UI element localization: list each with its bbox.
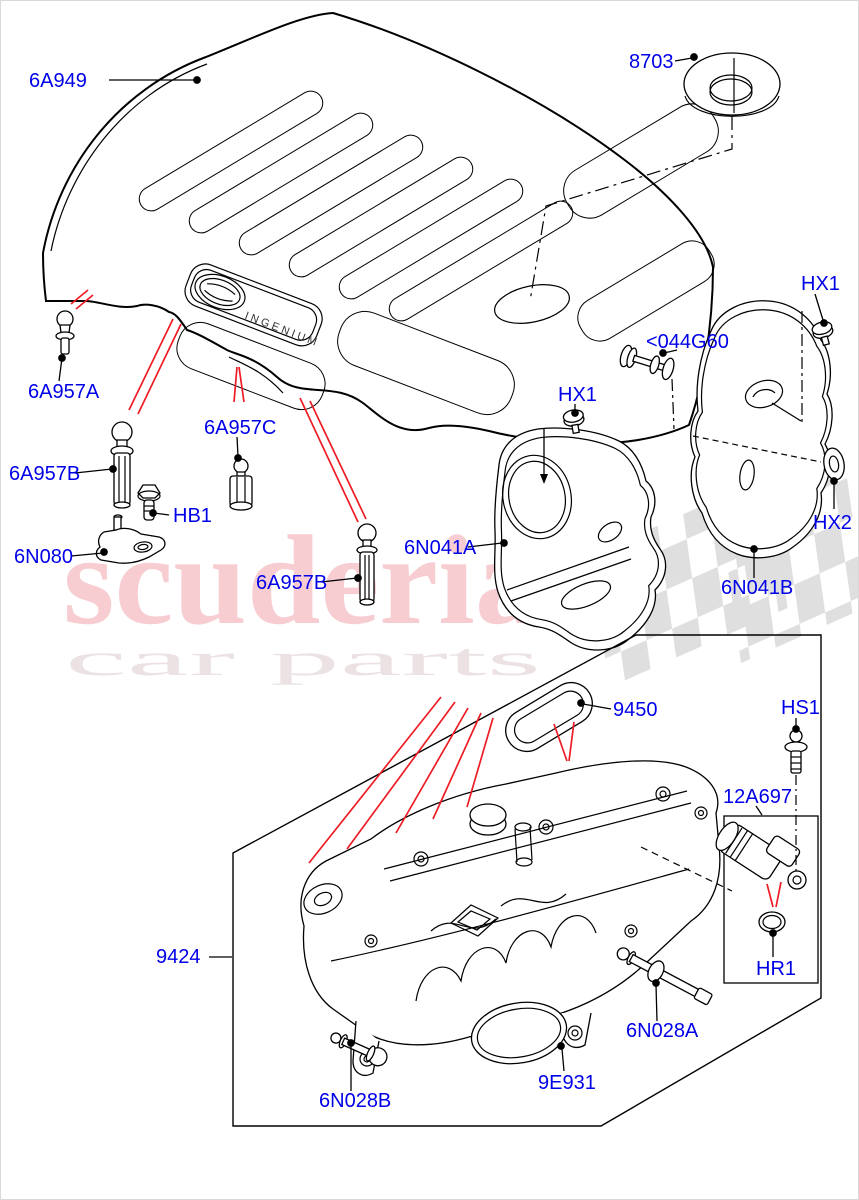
label-044G60: <044G60 <box>646 331 729 353</box>
label-6A957B-2: 6A957B <box>256 572 327 594</box>
label-HX1-mid: HX1 <box>558 384 597 406</box>
stud-6N028A <box>616 947 713 1006</box>
hidden-line-8703 <box>529 116 733 302</box>
cover-inner-edge <box>50 63 208 252</box>
watermark-text-carparts: car parts <box>65 634 541 685</box>
label-9450: 9450 <box>613 699 658 721</box>
grommet-8703 <box>529 52 781 302</box>
label-6A957C: 6A957C <box>204 417 276 439</box>
gasket-9450 <box>505 681 593 753</box>
cover-oval-recess <box>494 284 570 324</box>
label-6N028B: 6N028B <box>319 1090 391 1112</box>
label-6N028A: 6N028A <box>626 1020 699 1042</box>
bracket-6N080 <box>95 514 166 564</box>
stud-6A957B-1 <box>110 421 134 509</box>
pin-044G60 <box>619 344 675 381</box>
label-6N041A: 6N041A <box>404 537 477 559</box>
label-12A697: 12A697 <box>723 786 792 808</box>
label-HS1: HS1 <box>781 697 820 719</box>
label-6A957B-1: 6A957B <box>9 463 80 485</box>
cover-side-panels <box>176 103 719 416</box>
heat-shield-6N041A <box>493 427 667 651</box>
stud-6A957A <box>55 310 75 355</box>
engine-cover-6A949: INGENIUM <box>41 11 719 445</box>
sensor-12A697 <box>715 821 807 890</box>
leader-lines <box>58 53 838 1091</box>
label-6A949: 6A949 <box>29 70 87 92</box>
label-6N041B: 6N041B <box>721 577 793 599</box>
part-labels: 6A949 8703 HX1 <044G60 HX1 HX2 6A957A 6A… <box>9 51 852 1112</box>
label-9424: 9424 <box>156 946 201 968</box>
fitting-6A957C <box>229 458 253 511</box>
label-HB1: HB1 <box>173 505 212 527</box>
label-HR1: HR1 <box>756 958 796 980</box>
heat-shield-6N041B <box>690 300 833 559</box>
assembly-box-9424 <box>232 634 822 1127</box>
stud-HS1 <box>784 729 808 873</box>
label-6N080: 6N080 <box>14 546 73 568</box>
cover-rim-line <box>228 356 284 394</box>
seal-ring-9E931 <box>470 1001 568 1065</box>
label-HX1-top: HX1 <box>801 273 840 295</box>
label-6A957A: 6A957A <box>28 381 100 403</box>
bolt-6N028B <box>330 1032 388 1067</box>
label-HX2: HX2 <box>813 512 852 534</box>
sensor-box-12A697 <box>723 815 819 984</box>
red-pointer-lines <box>70 289 782 908</box>
o-ring-HR1 <box>758 911 786 933</box>
watermark: scuderia car parts <box>63 509 541 685</box>
watermark-text-scuderia: scuderia <box>63 509 541 651</box>
land-rover-oval-logo <box>194 273 246 311</box>
hidden-line-044G60 <box>671 378 675 430</box>
cover-rib-slats <box>138 90 574 322</box>
label-8703: 8703 <box>629 51 674 73</box>
label-9E931: 9E931 <box>538 1072 596 1094</box>
stud-6A957B-2 <box>356 523 378 606</box>
